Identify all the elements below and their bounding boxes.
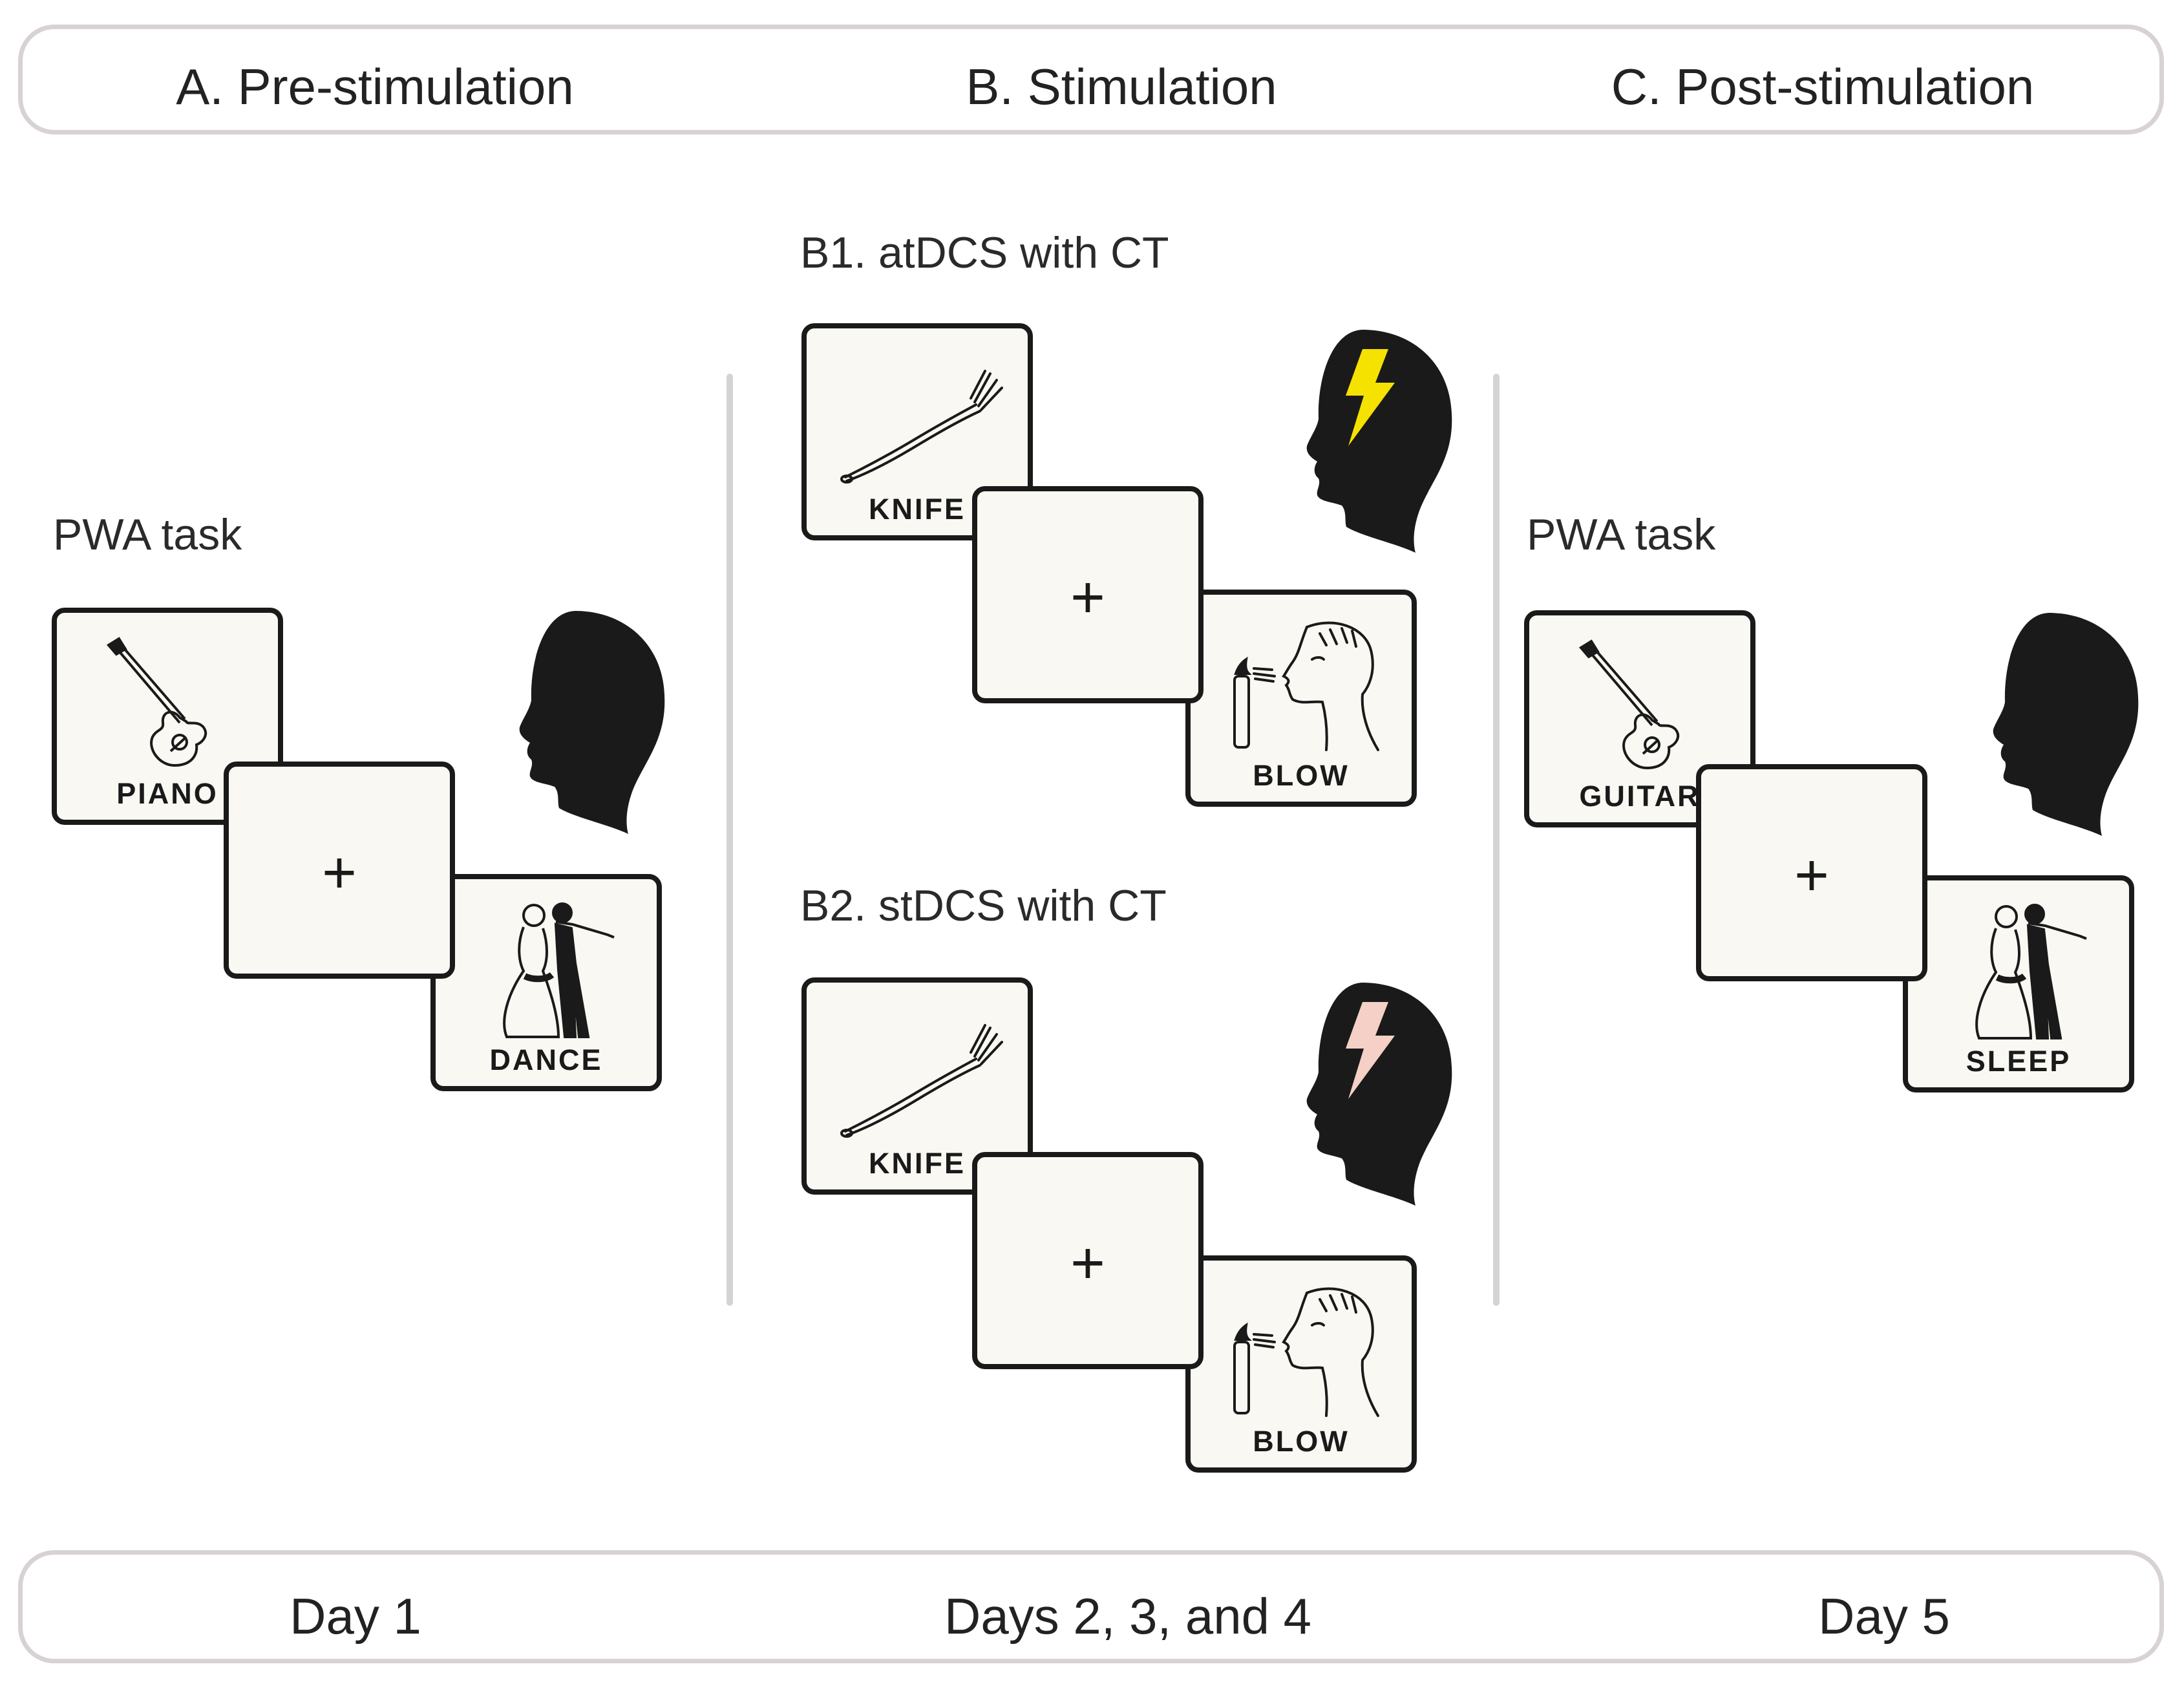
panel-c-picture-word: GUITAR	[1579, 780, 1701, 813]
panel-b1-action-card: BLOW	[1185, 590, 1417, 807]
panel-a-task-label: PWA task	[53, 510, 242, 559]
day-label-1: Day 1	[290, 1588, 421, 1645]
guitar-icon	[1555, 635, 1730, 777]
fork-icon	[832, 1002, 1007, 1144]
panel-c-fixation-card: +	[1696, 764, 1927, 981]
blowing-candle-icon	[1216, 1280, 1391, 1422]
panel-a-fixation-card: +	[224, 762, 455, 979]
panel-b2-action-card: BLOW	[1185, 1255, 1417, 1473]
blowing-candle-icon	[1216, 614, 1391, 756]
panel-b2-fixation-card: +	[972, 1152, 1203, 1369]
panel-b2-fixation-cross: +	[1070, 1230, 1105, 1296]
guitar-icon	[83, 632, 257, 774]
panel-c-action-word: SLEEP	[1966, 1045, 2072, 1078]
phase-label-pre-stimulation: A. Pre-stimulation	[176, 58, 574, 115]
panel-c-task-label: PWA task	[1527, 510, 1716, 559]
panel-a-action-word: DANCE	[489, 1043, 603, 1076]
head-silhouette-icon	[1266, 976, 1459, 1209]
panel-b2-picture-word: KNIFE	[869, 1147, 966, 1180]
panel-b1-fixation-card: +	[972, 486, 1203, 703]
panel-b1-action-word: BLOW	[1253, 759, 1350, 792]
lightning-bolt-icon	[1346, 349, 1395, 446]
panel-a-action-card: DANCE	[430, 874, 662, 1091]
divider-left	[726, 374, 733, 1306]
day-footer-bar: Day 1 Days 2, 3, and 4 Day 5	[18, 1550, 2164, 1663]
head-silhouette-icon	[478, 604, 672, 837]
day-label-2-4: Days 2, 3, and 4	[944, 1588, 1312, 1645]
panel-b2-action-word: BLOW	[1253, 1425, 1350, 1458]
panel-b1-fixation-cross: +	[1070, 564, 1105, 630]
dancing-couple-icon	[1934, 900, 2108, 1042]
day-label-5: Day 5	[1818, 1588, 1950, 1645]
panel-b1-title: B1. atDCS with CT	[800, 228, 1169, 277]
phase-label-stimulation: B. Stimulation	[966, 58, 1277, 115]
panel-c-action-card: SLEEP	[1903, 875, 2134, 1092]
dancing-couple-icon	[461, 899, 636, 1041]
head-silhouette-icon	[1266, 323, 1459, 556]
panel-b1-picture-word: KNIFE	[869, 493, 966, 526]
head-silhouette-icon	[1952, 606, 2146, 839]
panel-a-fixation-cross: +	[322, 840, 357, 906]
divider-right	[1493, 374, 1500, 1306]
panel-c-fixation-cross: +	[1794, 842, 1829, 908]
fork-icon	[832, 348, 1007, 490]
phase-label-post-stimulation: C. Post-stimulation	[1611, 58, 2035, 115]
phase-header-bar: A. Pre-stimulation B. Stimulation C. Pos…	[18, 25, 2164, 134]
lightning-bolt-icon	[1346, 1002, 1395, 1099]
panel-a-picture-word: PIANO	[116, 777, 218, 810]
panel-b2-title: B2. stDCS with CT	[800, 881, 1167, 930]
panel-a-picture-card: PIANO	[52, 608, 283, 825]
